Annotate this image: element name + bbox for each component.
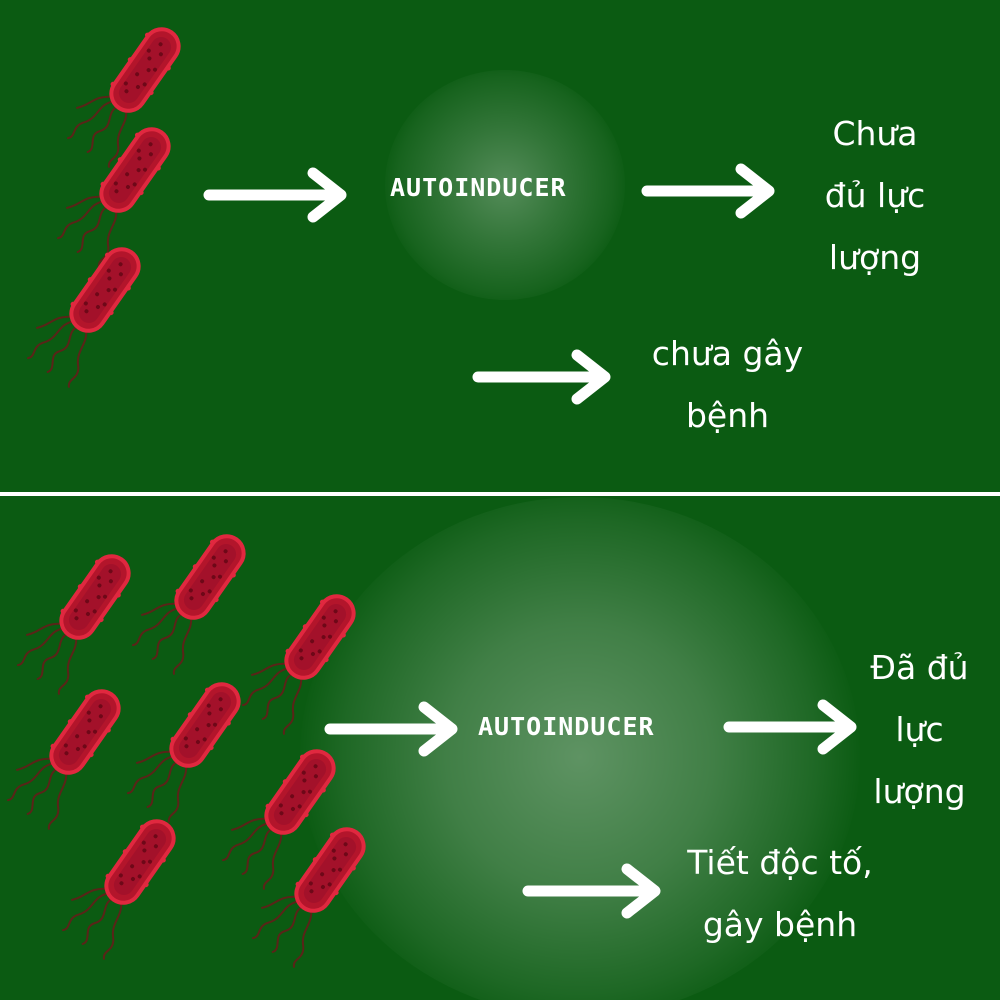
arrow-to-outcome <box>472 349 611 405</box>
bacterium-icon <box>241 594 356 735</box>
autoinducer-cloud-sparse <box>385 70 625 300</box>
outcome-line-1: chưa gây <box>651 334 804 373</box>
bacterium-icon <box>251 827 366 968</box>
threshold-status: Chưa đủ lực lượng <box>810 103 940 289</box>
high-density-panel: AUTOINDUCER Đã đủ lực lượng Tiết độc tố,… <box>0 497 1000 1000</box>
outcome-line-2: bệnh <box>685 396 770 435</box>
arrow-to-autoinducer <box>203 167 347 223</box>
bacterium-icon <box>66 27 181 168</box>
arrow-to-threshold <box>723 699 857 755</box>
bacterium-icon <box>26 247 141 388</box>
threshold-line-3: lượng <box>828 238 922 277</box>
bacterium-icon <box>56 127 171 268</box>
outcome-line-2: gây bệnh <box>702 905 858 944</box>
low-density-panel: AUTOINDUCER Chưa đủ lực lượng chưa gây b… <box>0 0 1000 493</box>
autoinducer-label: AUTOINDUCER <box>390 173 567 202</box>
autoinducer-cloud-dense <box>300 497 860 1000</box>
outcome-status: chưa gây bệnh <box>635 323 820 447</box>
threshold-line-3: lượng <box>873 772 966 811</box>
autoinducer-label: AUTOINDUCER <box>478 712 655 741</box>
outcome-status: Tiết độc tố, gây bệnh <box>665 832 895 956</box>
threshold-line-2: lực <box>895 710 944 749</box>
arrow-to-autoinducer <box>324 701 458 757</box>
bacterium-icon <box>221 749 336 890</box>
bacterium-icon <box>61 819 176 960</box>
bacterium-icon <box>131 534 246 675</box>
threshold-line-1: Đã đủ <box>870 648 969 687</box>
threshold-line-2: đủ lực <box>824 176 926 215</box>
bacterium-icon <box>6 689 121 830</box>
arrow-to-threshold <box>641 163 775 219</box>
bacterium-icon <box>16 554 131 695</box>
outcome-line-1: Tiết độc tố, <box>687 843 873 882</box>
bacterium-icon <box>126 682 241 823</box>
panel-divider <box>0 492 1000 496</box>
threshold-status: Đã đủ lực lượng <box>852 637 987 823</box>
threshold-line-1: Chưa <box>832 114 918 153</box>
arrow-to-outcome <box>522 863 661 919</box>
